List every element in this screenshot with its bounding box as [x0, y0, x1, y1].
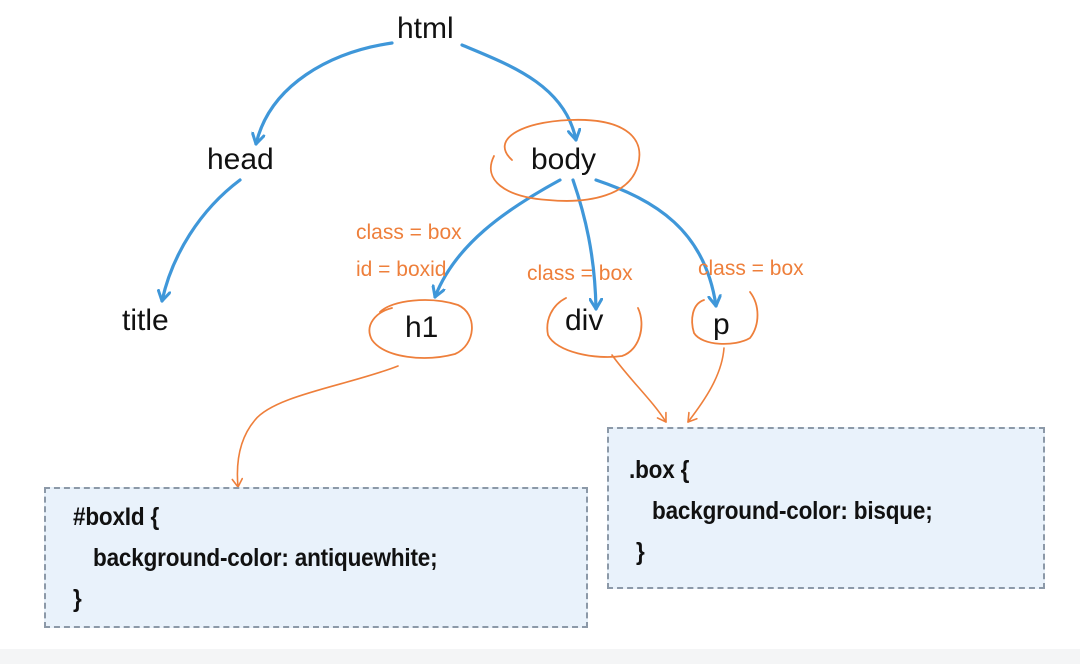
arrow-body-to-p: [594, 178, 716, 308]
h1-to-id-rule-connector: [231, 365, 399, 488]
id-rule-box: #boxId { background-color: antiquewhite;…: [44, 487, 588, 628]
class-rule-declaration: background-color: bisque;: [652, 497, 933, 525]
node-head: head: [207, 143, 274, 176]
class-rule-selector: .box {: [629, 456, 690, 484]
class-rule-box: .box { background-color: bisque; }: [607, 427, 1045, 589]
arrow-html-to-head: [256, 41, 394, 146]
p-to-class-rule-connector: [687, 347, 725, 423]
node-html: html: [397, 12, 454, 45]
div-circle: [546, 297, 643, 358]
node-p: p: [713, 308, 730, 341]
p-circle: [691, 291, 759, 345]
h1-class-annotation: class = box: [356, 221, 462, 244]
body-circle: [489, 119, 641, 202]
arrow-body-to-div: [571, 178, 596, 311]
arrow-body-to-h1: [435, 178, 562, 299]
arrow-html-to-body: [460, 43, 576, 142]
h1-circle: [368, 299, 473, 359]
id-rule-close-brace: }: [73, 585, 82, 613]
h1-id-annotation: id = boxid: [356, 258, 447, 281]
node-div: div: [565, 304, 604, 337]
node-title: title: [122, 304, 169, 337]
div-to-class-rule-connector: [611, 354, 667, 423]
div-class-annotation: class = box: [527, 262, 633, 285]
id-rule-declaration: background-color: antiquewhite;: [93, 544, 438, 572]
p-class-annotation: class = box: [698, 257, 804, 280]
class-rule-close-brace: }: [636, 538, 645, 566]
bottom-strip: [0, 649, 1080, 664]
id-rule-selector: #boxId {: [73, 503, 160, 531]
node-h1: h1: [405, 311, 439, 344]
node-body: body: [531, 143, 597, 176]
arrow-head-to-title: [162, 178, 242, 303]
